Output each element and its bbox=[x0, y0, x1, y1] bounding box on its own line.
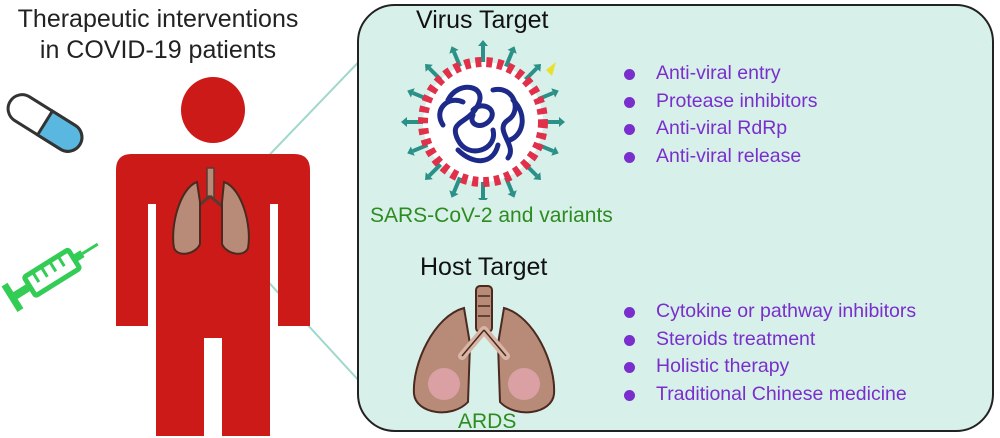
list-item: Protease inhibitors bbox=[620, 88, 818, 116]
list-item: Traditional Chinese medicine bbox=[620, 381, 916, 409]
human-body-icon bbox=[116, 77, 310, 436]
list-item: Cytokine or pathway inhibitors bbox=[620, 298, 916, 326]
list-item: Holistic therapy bbox=[620, 353, 916, 381]
pill-icon bbox=[6, 93, 84, 153]
host-target-heading: Host Target bbox=[420, 253, 548, 281]
host-target-list: Cytokine or pathway inhibitors Steroids … bbox=[620, 298, 916, 408]
syringe-icon bbox=[1, 242, 99, 312]
list-item: Anti-viral RdRp bbox=[620, 115, 818, 143]
virus-target-heading: Virus Target bbox=[416, 6, 549, 34]
virus-icon bbox=[401, 40, 565, 200]
virus-target-list: Anti-viral entry Protease inhibitors Ant… bbox=[620, 60, 818, 170]
lungs-icon bbox=[412, 285, 556, 414]
list-item: Anti-viral entry bbox=[620, 60, 818, 88]
host-caption: ARDS bbox=[458, 410, 517, 433]
virus-caption: SARS-CoV-2 and variants bbox=[370, 204, 613, 227]
page-title: Therapeutic interventions in COVID-19 pa… bbox=[17, 5, 299, 64]
list-item: Anti-viral release bbox=[620, 143, 818, 171]
list-item: Steroids treatment bbox=[620, 326, 916, 354]
lungs-icon bbox=[172, 167, 250, 255]
